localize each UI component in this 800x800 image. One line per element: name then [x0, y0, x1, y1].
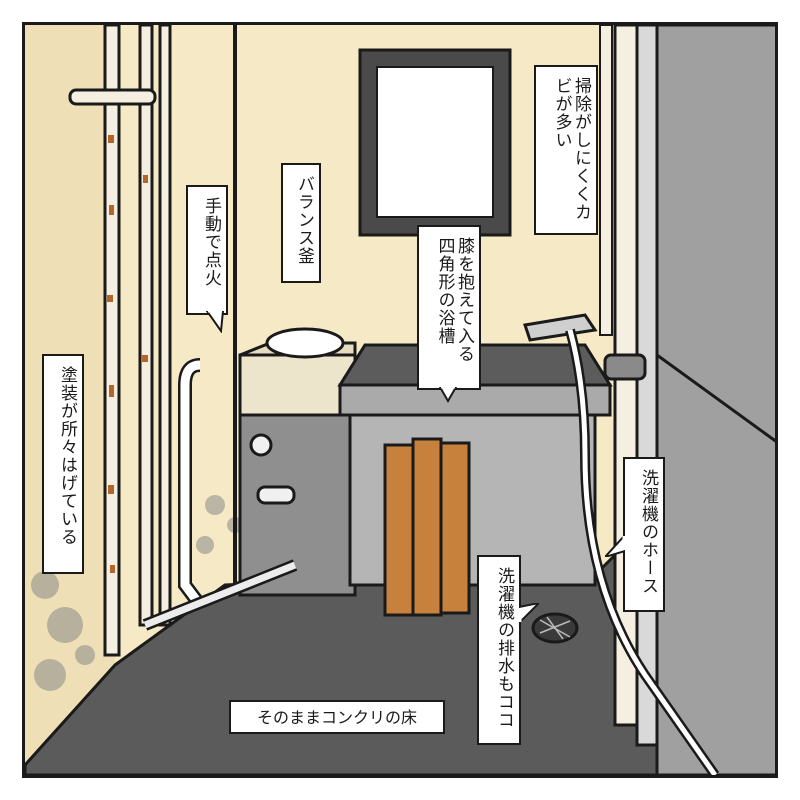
caption-balance-boiler-text: バランス釜 — [294, 175, 314, 265]
caption-mold-line1: 掃除がしにくく — [571, 77, 591, 203]
caption-washer-hose: 洗濯機のホース — [623, 457, 665, 612]
caption-washer-drain: 洗濯機の排水もココ — [477, 555, 521, 745]
caption-washer-drain-text: 洗濯機の排水もココ — [494, 567, 514, 729]
caption-tail-bathtub — [438, 387, 458, 403]
caption-tail-washer-drain — [519, 603, 539, 625]
comic-panel: 掃除がしにくくカビが多い バランス釜 手動で点火 膝を抱えて入る四角形の浴槽 塗… — [22, 22, 778, 778]
caption-manual-ignition: 手動で点火 — [186, 185, 228, 315]
caption-tail-manual-ignition — [205, 311, 225, 333]
caption-mold: 掃除がしにくくカビが多い — [534, 65, 598, 235]
bathroom-illustration — [25, 25, 775, 775]
caption-concrete-floor: そのままコンクリの床 — [229, 700, 445, 734]
caption-concrete-floor-text: そのままコンクリの床 — [256, 708, 417, 727]
wooden-bath-boards — [383, 437, 471, 617]
caption-bathtub-line2: 四角形の浴槽 — [434, 237, 455, 345]
caption-manual-ignition-text: 手動で点火 — [201, 197, 221, 287]
rust-spots — [107, 135, 148, 573]
caption-bathtub-line1: 膝を抱えて入る — [454, 237, 474, 363]
caption-washer-hose-text: 洗濯機のホース — [638, 469, 658, 595]
caption-tail-washer-hose — [605, 535, 625, 557]
caption-peeling-paint: 塗装が所々はげている — [42, 354, 84, 574]
caption-peeling-paint-text: 塗装が所々はげている — [57, 366, 77, 546]
caption-balance-boiler: バランス釜 — [281, 163, 321, 283]
caption-bathtub: 膝を抱えて入る四角形の浴槽 — [417, 225, 481, 390]
caption-mold-line2: カビが多い — [551, 77, 591, 221]
